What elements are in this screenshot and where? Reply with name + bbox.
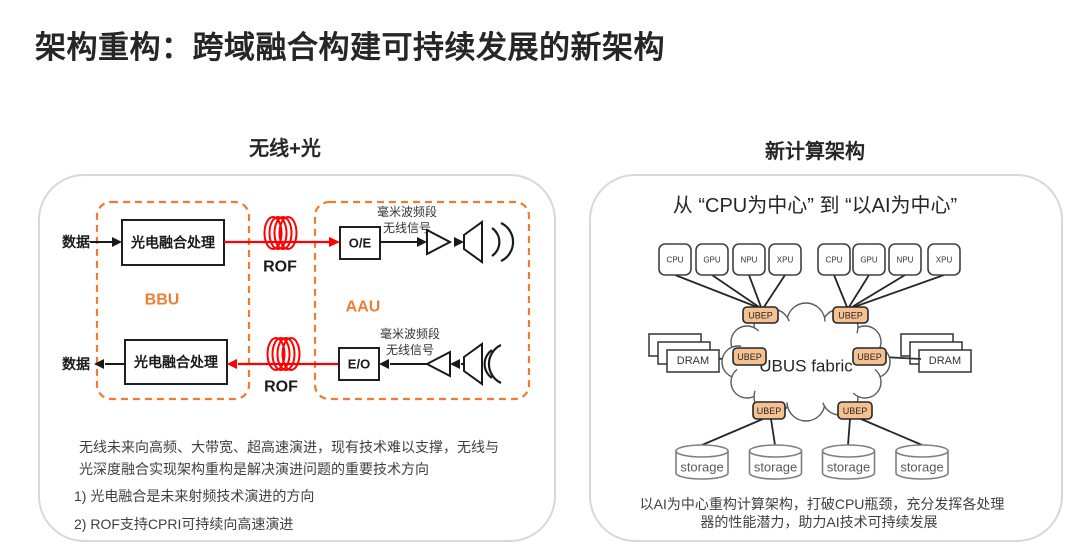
chip-label: CPU bbox=[667, 256, 684, 265]
chip-fan-lines bbox=[674, 274, 945, 308]
red-arrowhead-icon bbox=[227, 359, 237, 369]
red-arrowhead-icon bbox=[329, 237, 340, 247]
left-note-line2: 光深度融合实现架构重构是解决演进问题的重要技术方向 bbox=[79, 461, 429, 477]
chip-box bbox=[927, 243, 961, 276]
proc-box-bottom bbox=[124, 339, 228, 385]
chip-label: GPU bbox=[860, 256, 878, 265]
rof-label-top: ROF bbox=[263, 259, 297, 276]
proc-box-bottom-label: 光电融合处理 bbox=[133, 354, 218, 370]
left-item-2: 2) ROF支持CPRI可持续向高速演进 bbox=[74, 516, 294, 532]
processor-chips: CPU GPU NPU XPU CPU GPU NPU XPU bbox=[658, 243, 961, 276]
chip-box bbox=[658, 243, 692, 276]
storage-label: storage bbox=[754, 460, 797, 475]
ubep-label: UBEP bbox=[757, 406, 782, 416]
chip-box bbox=[817, 243, 851, 276]
ubep-label: UBEP bbox=[857, 352, 882, 362]
page-title: 架构重构：跨域融合构建可持续发展的新架构 bbox=[35, 30, 665, 65]
right-caption-line1: 以AI为中心重构计算架构，打破CPU瓶颈，充分发挥各处理 bbox=[639, 496, 1005, 512]
chip-box bbox=[732, 243, 766, 276]
arrowhead-icon bbox=[417, 237, 427, 247]
ubep-endpoints: UBEP UBEP UBEP UBEP UBEP UBEP bbox=[732, 306, 887, 420]
amplifier-icon bbox=[424, 350, 451, 378]
bbu-dashed-box bbox=[95, 200, 251, 401]
right-panel-header: 新计算架构 bbox=[765, 141, 865, 163]
horn-antenna-icon bbox=[463, 220, 483, 264]
wireless-optical-diagram: 数据 光电融合处理 ROF O/E 毫米波频段 无线信号 BBU AAU 数据 bbox=[62, 200, 531, 401]
chip-label: XPU bbox=[777, 256, 794, 265]
new-computing-panel: 从 “CPU为中心” 到 “以AI为中心” CPU GPU NPU XPU bbox=[589, 174, 1063, 542]
arrowhead-icon bbox=[450, 359, 460, 369]
mmwave-top-line1: 毫米波频段 bbox=[377, 204, 437, 219]
dram-right-label: DRAM bbox=[929, 355, 961, 367]
ubep-box bbox=[837, 401, 873, 420]
ubep-box bbox=[852, 347, 887, 366]
eo-box bbox=[338, 347, 380, 381]
storage-label: storage bbox=[900, 460, 943, 475]
ubep-box bbox=[832, 306, 869, 324]
dram-stack-left bbox=[648, 333, 720, 373]
mmwave-bottom-line1: 毫米波频段 bbox=[380, 326, 440, 341]
rof-label-bottom: ROF bbox=[264, 379, 298, 396]
ubep-box bbox=[732, 347, 767, 366]
storage-fan-lines bbox=[701, 418, 923, 446]
chip-box bbox=[852, 243, 886, 276]
storage-cylinder-icon bbox=[675, 444, 949, 480]
ubep-label: UBEP bbox=[737, 352, 762, 362]
chip-box bbox=[768, 243, 802, 276]
eo-label: E/O bbox=[348, 357, 370, 372]
ubep-box bbox=[752, 401, 786, 420]
proc-box-top-label: 光电融合处理 bbox=[130, 235, 215, 251]
ai-centric-diagram: 从 “CPU为中心” 到 “以AI为中心” CPU GPU NPU XPU bbox=[648, 194, 972, 480]
ubep-label: UBEP bbox=[748, 311, 773, 321]
ubep-box bbox=[742, 306, 779, 324]
fiber-coil-icon bbox=[263, 216, 298, 250]
chip-box bbox=[695, 243, 729, 276]
mmwave-top-line2: 无线信号 bbox=[383, 221, 431, 235]
aau-label: AAU bbox=[346, 299, 381, 316]
fiber-coil-icon bbox=[266, 337, 301, 371]
data-in-label: 数据 bbox=[62, 234, 90, 250]
chip-box bbox=[888, 243, 922, 276]
arrowhead-icon bbox=[94, 359, 104, 369]
aau-dashed-box bbox=[313, 200, 531, 401]
radio-waves-out-icon bbox=[491, 222, 515, 262]
right-caption-line2: 器的性能潜力，助力AI技术可持续发展 bbox=[700, 514, 938, 530]
arrowhead-icon bbox=[454, 237, 464, 247]
arrowhead-icon bbox=[112, 237, 122, 247]
bbu-label: BBU bbox=[145, 292, 180, 309]
storage-label: storage bbox=[680, 460, 723, 475]
horn-antenna-icon bbox=[463, 342, 483, 386]
amplifier-icon bbox=[426, 228, 453, 256]
ubep-label: UBEP bbox=[838, 311, 863, 321]
left-item-1: 1) 光电融合是未来射频技术演进的方向 bbox=[74, 488, 315, 504]
ubus-fabric-label: UBUS fabric bbox=[759, 357, 853, 376]
storage-cylinders: storage storage storage storage bbox=[675, 444, 949, 480]
ubep-label: UBEP bbox=[843, 406, 868, 416]
wireless-optical-panel: 数据 光电融合处理 ROF O/E 毫米波频段 无线信号 BBU AAU 数据 bbox=[38, 174, 556, 542]
chip-label: NPU bbox=[741, 256, 758, 265]
radio-waves-in-icon bbox=[483, 344, 502, 384]
ai-centric-title: 从 “CPU为中心” 到 “以AI为中心” bbox=[673, 194, 957, 217]
left-note-line1: 无线未来向高频、大带宽、超高速演进，现有技术难以支撑，无线与 bbox=[79, 439, 499, 455]
storage-label: storage bbox=[827, 460, 870, 475]
arrowhead-icon bbox=[379, 359, 389, 369]
dram-left-label: DRAM bbox=[677, 355, 709, 367]
data-out-label: 数据 bbox=[62, 356, 90, 372]
left-panel-header: 无线+光 bbox=[249, 138, 321, 160]
chip-label: NPU bbox=[897, 256, 914, 265]
oe-box bbox=[339, 226, 381, 260]
dram-stack-right bbox=[900, 333, 972, 373]
chip-label: GPU bbox=[703, 256, 721, 265]
oe-label: O/E bbox=[349, 236, 372, 251]
mmwave-bottom-line2: 无线信号 bbox=[386, 343, 434, 357]
chip-label: XPU bbox=[936, 256, 953, 265]
chip-label: CPU bbox=[826, 256, 843, 265]
